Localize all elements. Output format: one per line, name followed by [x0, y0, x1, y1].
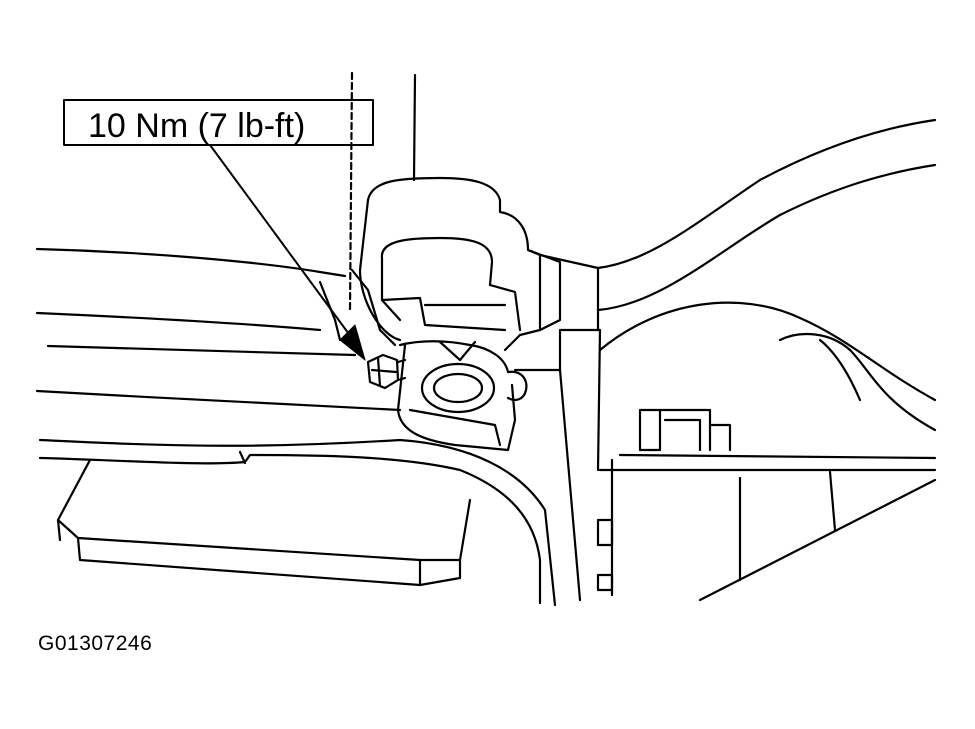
lower-slab [58, 460, 470, 585]
leader-arrowhead [340, 325, 365, 360]
terminal-post-hole [434, 374, 482, 402]
clamp-nut [368, 355, 405, 388]
torque-label: 10 Nm (7 lb-ft) [88, 107, 305, 145]
battery-top-block [598, 410, 730, 590]
curved-strap [40, 440, 555, 605]
clamp-eye [398, 341, 526, 450]
figure-id: G01307246 [38, 632, 153, 655]
terminal-post-ring [422, 364, 494, 412]
callout-leader [210, 145, 365, 360]
torque-callout [64, 100, 373, 145]
background-strips [37, 249, 400, 410]
callout-box [64, 100, 373, 145]
vertical-cables [350, 73, 415, 310]
battery-housing [515, 120, 935, 600]
terminal-clamp [320, 178, 560, 350]
